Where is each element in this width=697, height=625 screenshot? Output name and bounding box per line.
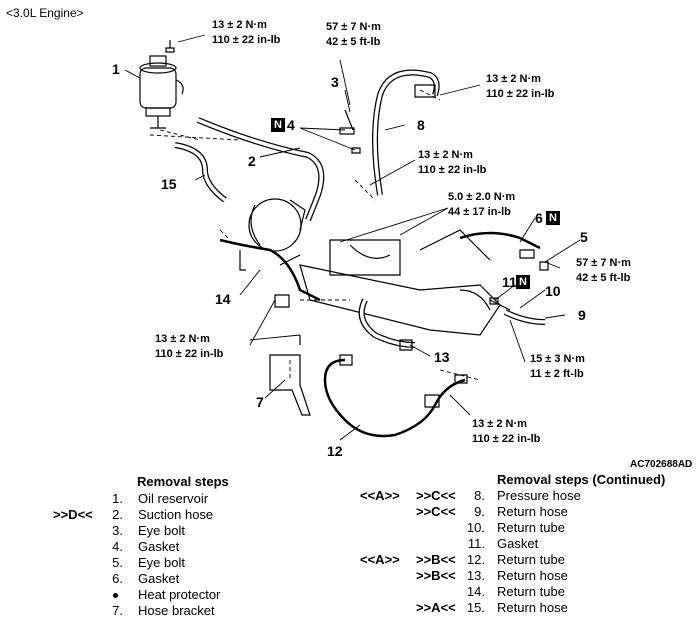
callout-13: 13 xyxy=(434,349,450,365)
oil-reservoir-drawing xyxy=(139,55,184,129)
callout-14: 14 xyxy=(215,291,231,307)
callout-9: 9 xyxy=(578,307,586,323)
bullet-icon xyxy=(113,593,118,598)
n-mark-6: N xyxy=(546,211,560,225)
removal-steps-continued-title: Removal steps (Continued) xyxy=(497,472,666,487)
callout-8: 8 xyxy=(417,117,425,133)
removal-steps-title: Removal steps xyxy=(137,474,229,489)
callout-4: 4 xyxy=(287,117,295,133)
callout-2: 2 xyxy=(248,153,256,169)
n-mark-11: N xyxy=(516,275,530,289)
steering-gear-drawing xyxy=(279,229,511,336)
figure-id: AC702688AD xyxy=(630,459,693,470)
callout-11: 11 xyxy=(502,274,517,290)
n-mark-4: N xyxy=(271,118,285,132)
callout-15: 15 xyxy=(161,176,177,192)
callout-12: 12 xyxy=(327,443,343,459)
callout-10: 10 xyxy=(545,283,561,299)
pump-drawing xyxy=(248,198,306,252)
callout-1: 1 xyxy=(112,61,120,77)
callout-6: 6 xyxy=(535,210,543,226)
engine-label: <3.0L Engine> xyxy=(6,6,84,20)
power-steering-hose-diagram xyxy=(124,34,581,441)
callout-7: 7 xyxy=(256,394,264,410)
callout-5: 5 xyxy=(580,229,588,245)
callout-3: 3 xyxy=(331,74,339,90)
